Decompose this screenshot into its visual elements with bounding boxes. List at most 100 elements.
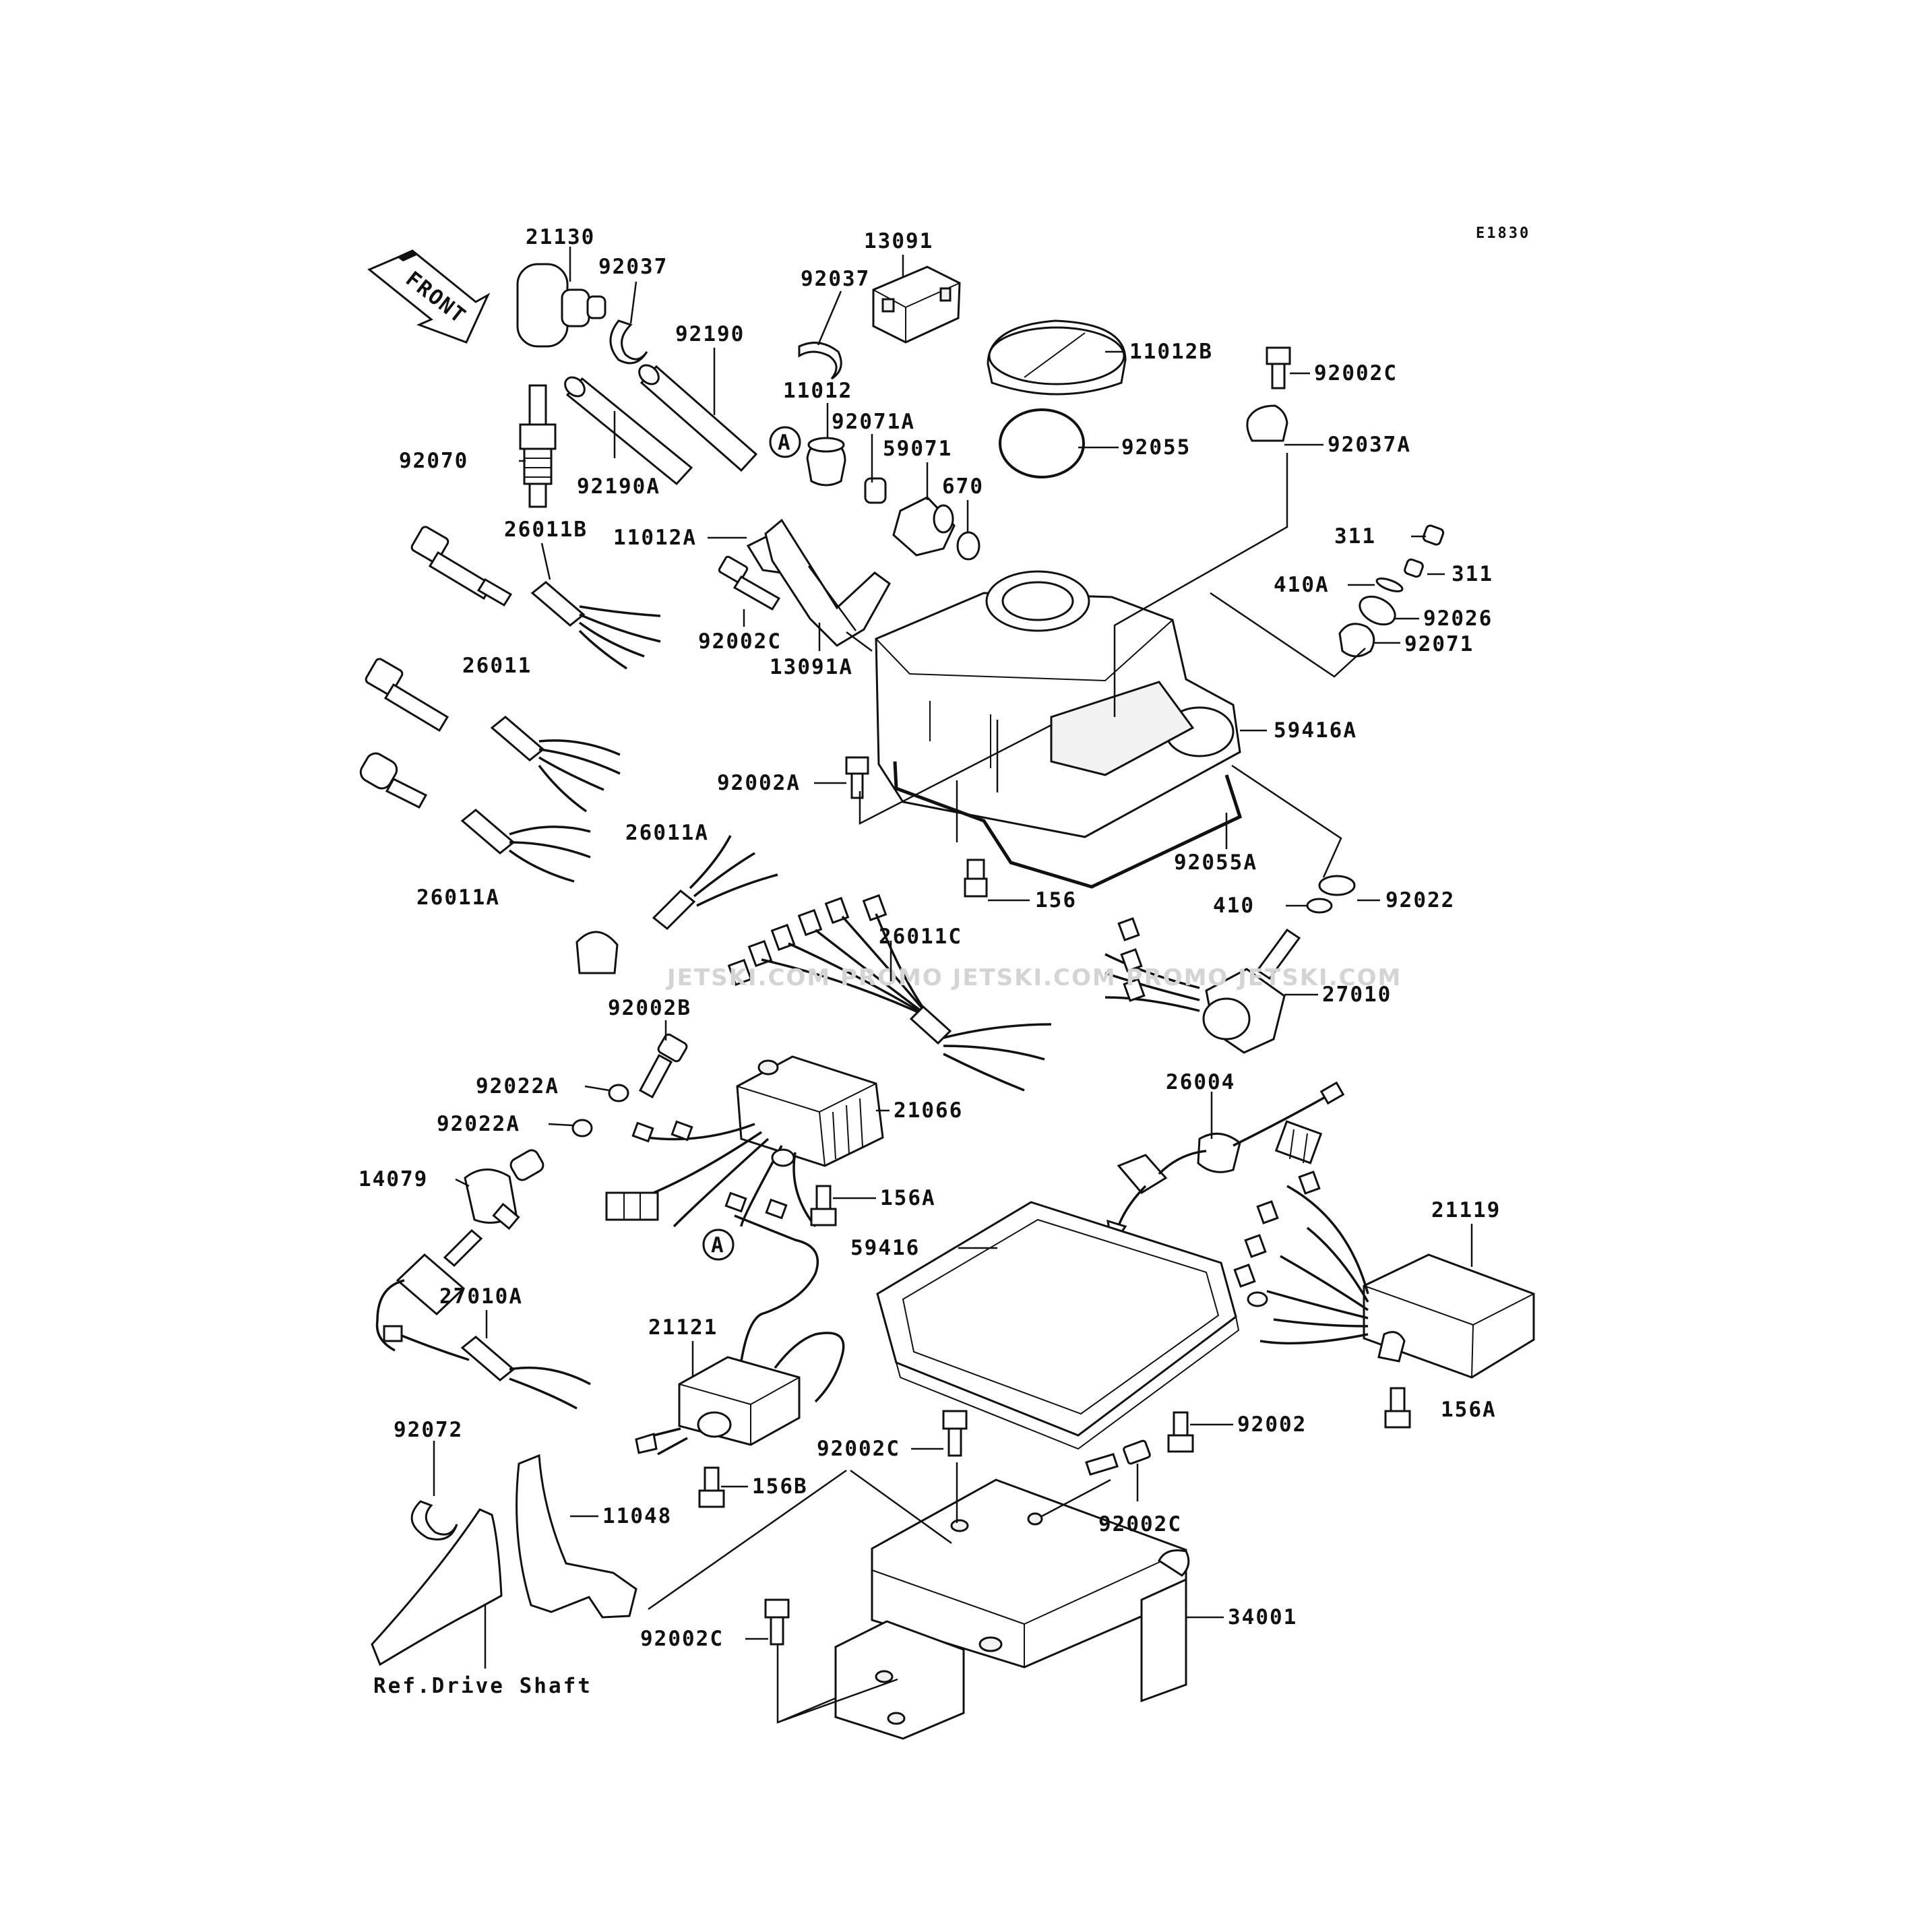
nut-92071A (864, 477, 887, 504)
housing-59416A (875, 570, 1241, 838)
sensor-26011A-left (359, 752, 591, 883)
callout-92022A-lower: 92022A (437, 1112, 520, 1136)
callout-410: 410 (1213, 894, 1255, 918)
drive-shaft-bracket (371, 1508, 503, 1666)
callout-92002A: 92002A (717, 771, 801, 795)
callout-21130: 21130 (526, 225, 595, 249)
part-14079 (464, 1149, 544, 1230)
callout-26011: 26011 (462, 654, 532, 678)
callout-92026: 92026 (1423, 606, 1493, 631)
callout-311-lower: 311 (1452, 562, 1493, 586)
callout-92002C-top-right: 92002C (1314, 361, 1398, 385)
callout-26004: 26004 (1166, 1070, 1235, 1094)
callout-92037-left: 92037 (598, 255, 668, 279)
clamp-92072 (410, 1500, 458, 1540)
clip-92037A (1246, 404, 1288, 442)
callout-27010A: 27010A (439, 1284, 523, 1309)
callout-156A-middle: 156A (880, 1186, 936, 1210)
callout-92071A: 92071A (832, 410, 915, 434)
washer-410 (1306, 898, 1333, 914)
callout-92190A: 92190A (577, 474, 660, 499)
callout-92002B: 92002B (608, 996, 691, 1020)
bolt-92002C-bottom (764, 1598, 790, 1646)
callout-410A: 410A (1274, 573, 1330, 597)
callout-21119: 21119 (1431, 1198, 1501, 1222)
callout-59416: 59416 (850, 1236, 920, 1260)
callout-92022A-upper: 92022A (476, 1074, 559, 1098)
fitting-59071 (892, 496, 956, 557)
nut-311-upper (1422, 524, 1445, 546)
nut-311-lower (1404, 558, 1424, 578)
clamp-92037-center (798, 342, 842, 380)
callout-13091A: 13091A (770, 655, 853, 679)
tube-92190 (638, 364, 758, 472)
callout-26011B: 26011B (504, 518, 588, 542)
callout-11012A: 11012A (613, 526, 697, 550)
connector-mark-a-lower: A (702, 1228, 735, 1261)
ignition-coil-21121 (635, 1214, 845, 1456)
cap-11012 (806, 437, 846, 487)
diagram-code: E1830 (1476, 225, 1530, 242)
cap-92071 (1338, 623, 1375, 658)
washer-92022A-lower (571, 1119, 593, 1138)
sensor-26004 (1107, 1081, 1345, 1250)
connector-mark-a-upper: A (769, 426, 801, 458)
gasket-92055A (893, 761, 1243, 889)
callout-92037-center: 92037 (801, 267, 870, 291)
harness-26011C (727, 894, 1052, 1092)
callout-92190: 92190 (675, 322, 745, 346)
callout-92055: 92055 (1121, 435, 1191, 460)
sensor-26011A-middle (575, 835, 778, 974)
callout-34001: 34001 (1228, 1605, 1297, 1629)
bolt-156 (964, 859, 988, 898)
spark-plug-cap-21130 (516, 263, 606, 348)
reference-note: Ref.Drive Shaft (373, 1674, 592, 1698)
bolt-92002C-left (718, 555, 781, 611)
bolt-92002A (845, 756, 869, 799)
callout-156A-right: 156A (1441, 1398, 1497, 1422)
bolt-92002C-middle (942, 1410, 968, 1457)
washer-410A (1375, 578, 1404, 592)
callout-92002C-left: 92002C (698, 629, 782, 654)
washer-92022A-upper (608, 1084, 629, 1102)
bolt-92002C-right (1085, 1439, 1151, 1476)
callout-92002C-right: 92002C (1098, 1512, 1182, 1536)
ecu-box-21119 (1233, 1120, 1535, 1379)
clamp-92037-left (609, 319, 648, 365)
bolt-92002 (1167, 1411, 1194, 1453)
callout-92071: 92071 (1404, 632, 1474, 656)
bolt-156B (698, 1466, 725, 1508)
bracket-block-13091 (872, 266, 961, 344)
front-arrow-icon: FRONT (367, 249, 491, 344)
o-ring-92055 (999, 408, 1085, 478)
callout-13091: 13091 (864, 229, 933, 253)
grommet-92026 (1359, 595, 1396, 626)
washer-92022 (1318, 875, 1356, 896)
callout-92070: 92070 (399, 449, 468, 473)
sensor-26011B (410, 526, 661, 670)
switch-27010 (1104, 917, 1301, 1054)
bracket-13091A (764, 518, 891, 647)
tube-92190A (564, 376, 693, 486)
bolt-156A-right (1384, 1387, 1411, 1429)
bolt-156A-middle (810, 1185, 837, 1226)
callout-92037A: 92037A (1328, 433, 1411, 457)
callout-11012: 11012 (783, 379, 852, 403)
bolt-92002C-top-right (1266, 346, 1291, 389)
callout-92002: 92002 (1237, 1412, 1307, 1437)
switch-27010A (375, 1228, 591, 1410)
spark-plug-92070 (519, 384, 557, 508)
svg-text:A: A (711, 1233, 725, 1257)
callout-311-upper: 311 (1334, 524, 1376, 549)
callout-26011A-middle: 26011A (625, 821, 709, 845)
callout-156: 156 (1035, 888, 1077, 912)
watermark: JETSKI.COM PROMO JETSKI.COM PROMO JETSKI… (666, 964, 1402, 991)
callout-670: 670 (942, 474, 984, 499)
callout-26011C: 26011C (879, 925, 962, 949)
bracket-11048 (516, 1454, 637, 1619)
callout-156B: 156B (752, 1474, 808, 1499)
callout-27010: 27010 (1322, 983, 1392, 1007)
callout-21066: 21066 (894, 1098, 963, 1123)
callout-92002C-bottom: 92002C (640, 1627, 724, 1651)
